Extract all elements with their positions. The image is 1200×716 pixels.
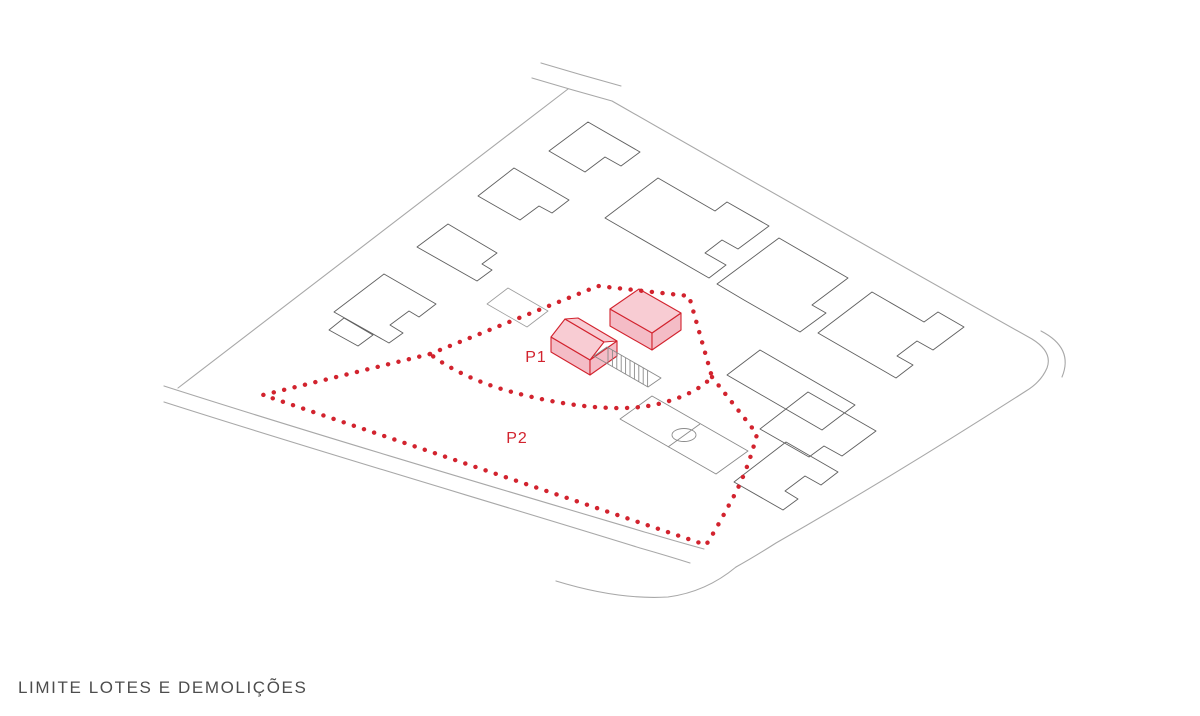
lot-boundary-p2: [255, 351, 760, 548]
court-center-line: [667, 423, 701, 448]
road-edge-top: [540, 62, 622, 87]
road-edge-south-fork: [555, 566, 737, 598]
demolition-building-gabled: [550, 317, 618, 376]
road-edge-southwest-upper: [163, 385, 705, 550]
road-edge-northwest: [177, 88, 569, 389]
building-outline: [726, 349, 856, 431]
drawing-caption: LIMITE LOTES E DEMOLIÇÕES: [18, 678, 308, 697]
lot-label-p1: P1: [525, 349, 547, 366]
building-outline: [759, 391, 877, 458]
building-outline: [477, 167, 570, 221]
court-center-circle: [671, 428, 697, 442]
building-roof-face: [564, 317, 618, 343]
demolition-buildings: [550, 288, 682, 388]
walkway-hatch: [607, 347, 649, 387]
lot-label-p2: P2: [506, 430, 528, 447]
court-outline: [619, 395, 749, 475]
building-outline: [604, 177, 770, 279]
building-outline: [548, 121, 641, 173]
demolition-building-flat: [609, 288, 682, 351]
road-corner-arc: [1040, 330, 1066, 378]
building-outline: [733, 441, 839, 511]
road-edge-southwest-lower: [163, 401, 691, 564]
building-outline: [328, 317, 374, 347]
building-outline: [716, 237, 849, 333]
sports-court: [619, 395, 749, 475]
lot-boundaries: [255, 283, 760, 548]
walkway-deck: [593, 346, 662, 388]
building-outline: [333, 273, 437, 344]
road-edge-northeast: [531, 77, 1049, 568]
lot-boundary-p1: [425, 283, 715, 411]
building-outline: [416, 223, 498, 282]
building-roof-face: [609, 288, 682, 334]
building-outline: [486, 287, 549, 328]
lot-labels: P1 P2: [506, 349, 547, 447]
building-outlines: [328, 121, 965, 511]
building-outline: [817, 291, 965, 379]
street-linework: [163, 62, 1066, 598]
